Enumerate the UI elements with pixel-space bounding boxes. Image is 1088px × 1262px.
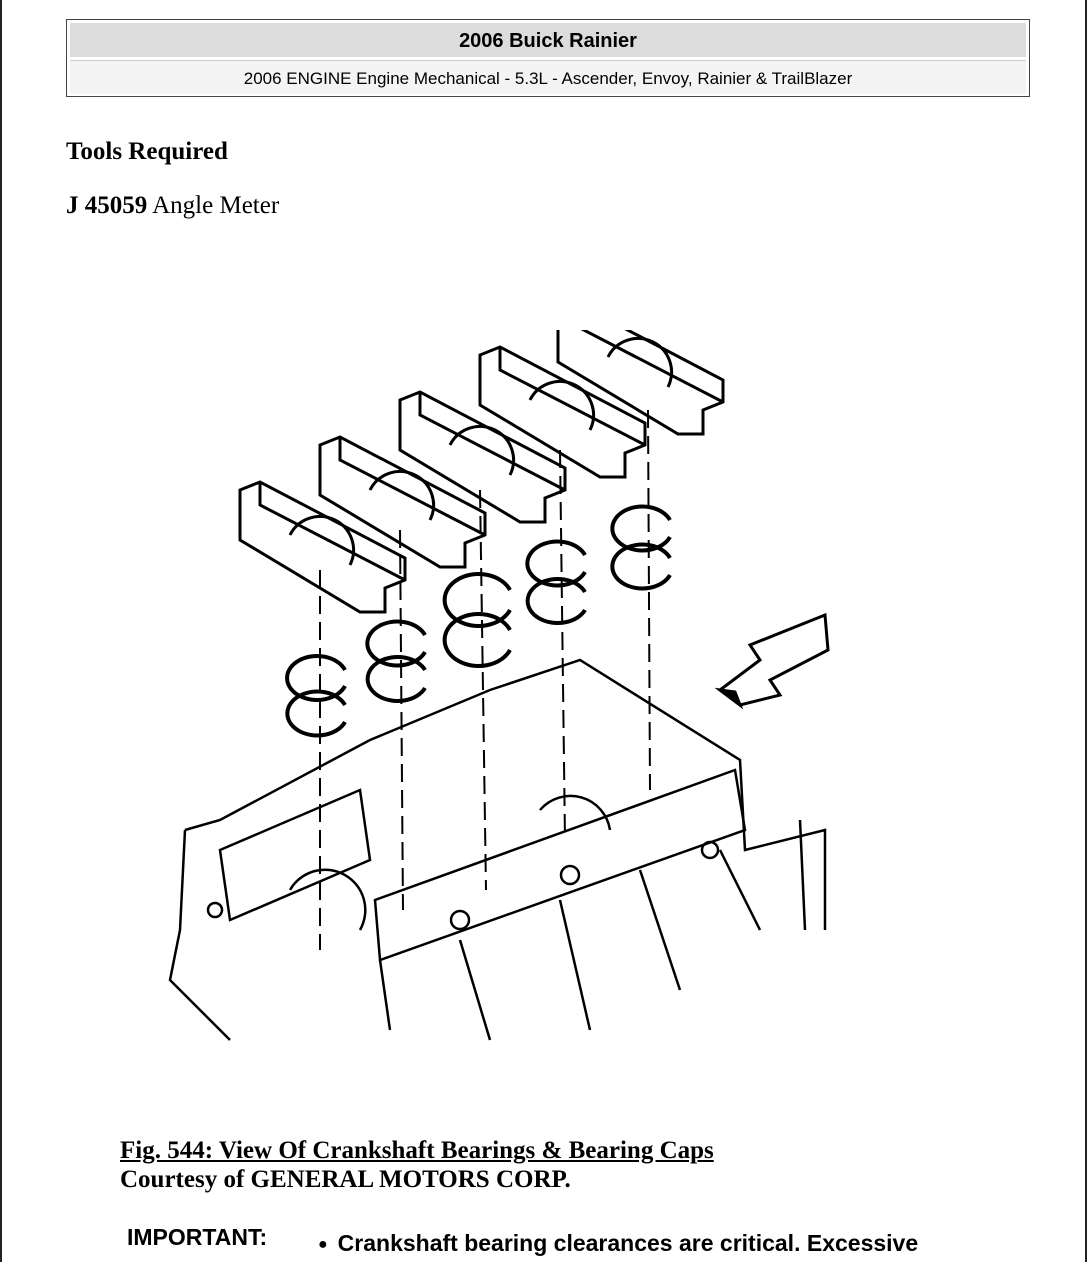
tools-required-heading: Tools Required <box>66 138 228 165</box>
bullet-icon: ● <box>318 1235 328 1253</box>
engine-block <box>168 658 827 1041</box>
tool-item: J 45059 Angle Meter <box>66 192 279 220</box>
important-label: IMPORTANT: <box>127 1224 268 1250</box>
document-header: 2006 Buick Rainier 2006 ENGINE Engine Me… <box>66 19 1030 97</box>
header-title: 2006 Buick Rainier <box>70 23 1026 57</box>
bearing-shells <box>285 504 672 738</box>
bearing-cap <box>398 390 567 524</box>
important-bullet-text: Crankshaft bearing clearances are critic… <box>337 1230 919 1256</box>
direction-arrow-icon <box>714 612 830 710</box>
header-subtitle: 2006 ENGINE Engine Mechanical - 5.3L - A… <box>70 60 1026 94</box>
bearing-cap <box>478 345 647 479</box>
important-bullet: ● Crankshaft bearing clearances are criti… <box>318 1230 918 1257</box>
bearing-cap <box>238 480 407 614</box>
page-edge-right <box>1085 0 1087 1262</box>
alignment-lines <box>319 409 651 950</box>
figure-caption: Fig. 544: View Of Crankshaft Bearings & … <box>120 1137 714 1164</box>
tool-number: J 45059 <box>66 192 148 219</box>
page-edge-left <box>0 0 2 1262</box>
figure-courtesy: Courtesy of GENERAL MOTORS CORP. <box>120 1166 571 1193</box>
crankshaft-bearings-illustration <box>168 330 830 1041</box>
figure-caption-block: Fig. 544: View Of Crankshaft Bearings & … <box>120 1136 714 1194</box>
bearing-caps <box>238 330 725 614</box>
bearing-cap <box>556 330 725 436</box>
bearing-cap <box>318 435 487 569</box>
tool-name: Angle Meter <box>152 192 280 219</box>
